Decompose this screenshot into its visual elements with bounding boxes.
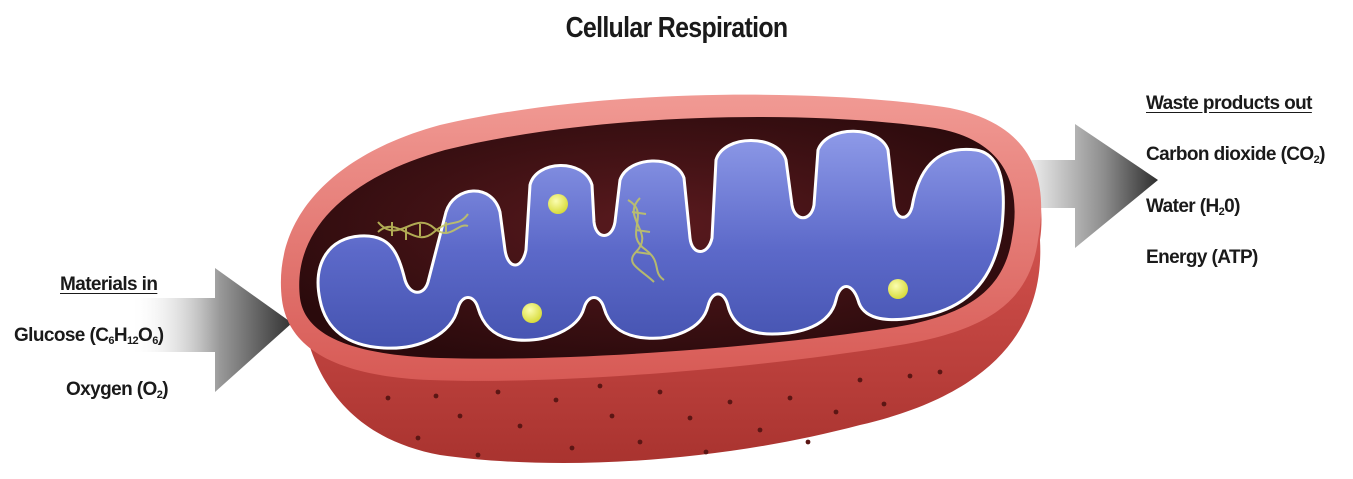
waste-products-heading: Waste products out <box>1146 94 1312 113</box>
input-item-glucose: Glucose (C6H12O6) <box>14 326 163 345</box>
output-name: Water <box>1146 196 1195 217</box>
input-item-oxygen: Oxygen (O2) <box>66 380 168 399</box>
output-name: Energy <box>1146 247 1207 268</box>
output-item-carbon-dioxide: Carbon dioxide (CO2) <box>1146 145 1325 164</box>
output-name: Carbon dioxide <box>1146 144 1276 165</box>
input-name: Oxygen <box>66 379 132 400</box>
output-item-water: Water (H20) <box>1146 197 1240 216</box>
output-arrow <box>1025 124 1158 248</box>
output-item-energy: Energy (ATP) <box>1146 248 1258 267</box>
materials-in-heading: Materials in <box>60 275 157 294</box>
input-name: Glucose <box>14 325 85 346</box>
